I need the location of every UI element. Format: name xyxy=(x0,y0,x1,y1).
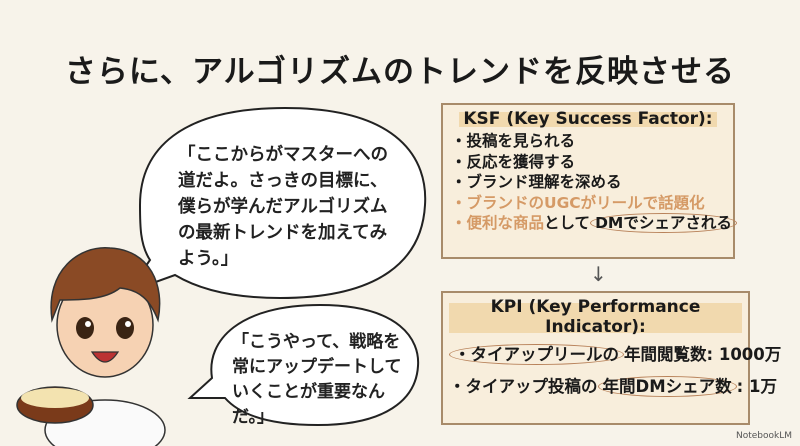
kpi-title: KPI (Key Performance Indicator): xyxy=(449,297,742,337)
down-arrow-icon: ↓ xyxy=(590,262,607,286)
kpi-item2-circled: 年間DMシェア数 xyxy=(597,376,737,397)
ksf-item: ・投稿を見られる xyxy=(451,132,576,150)
ksf-item5-mid: として xyxy=(544,214,591,232)
ksf-item: ・反応を獲得する xyxy=(451,152,576,171)
kpi-item2-rest: : 1万 xyxy=(736,377,777,396)
ksf-item5-orange: ・便利な商品 xyxy=(451,214,545,232)
speech-text-small: 「こうやって、戦略を常にアップデートしていくことが重要なんだ。」 xyxy=(232,332,402,427)
kpi-item2-pre: ・タイアップ投稿の xyxy=(449,377,598,396)
ksf-title: KSF (Key Success Factor): xyxy=(459,109,717,129)
ksf-item: ・ブランド理解を深める xyxy=(451,173,622,191)
kpi-item1-circled: ・タイアップリールの xyxy=(449,344,624,365)
speech-bubble-large xyxy=(125,106,427,300)
kpi-item: ・タイアップ投稿の年間DMシェア数: 1万 xyxy=(449,371,777,403)
kpi-box: KPI (Key Performance Indicator): ・タイアップリ… xyxy=(441,291,781,425)
boy-character-icon xyxy=(16,247,166,446)
ksf-item5-circled: DMでシェアされる xyxy=(590,213,737,233)
speech-bubble-small xyxy=(187,303,420,427)
slide-title: さらに、アルゴリズムのトレンドを反映させる xyxy=(64,54,736,90)
ksf-box: KSF (Key Success Factor): ・投稿を見られる ・反応を獲… xyxy=(441,103,737,259)
kpi-item: ・タイアップリールの年間閲覧数: 1000万 xyxy=(449,339,781,371)
ksf-item-highlight: ・ブランドのUGCがリールで話題化 xyxy=(451,193,705,212)
notebooklm-watermark: NotebookLM xyxy=(735,431,792,441)
speech-text-large: 「ここからがマスターへの道だよ。さっきの目標に、僕らが学んだアルゴリズムの最新ト… xyxy=(178,145,388,269)
kpi-item1-rest: 年間閲覧数: 1000万 xyxy=(624,345,782,364)
